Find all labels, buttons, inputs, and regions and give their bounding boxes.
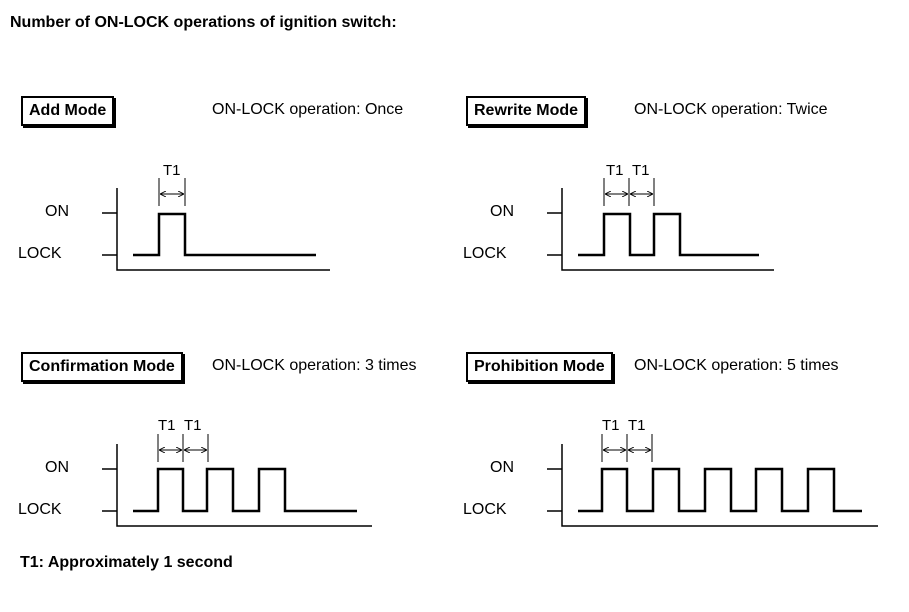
add-mode-label: Add Mode: [21, 96, 115, 126]
axis: [116, 444, 372, 527]
axis-ticks: [547, 468, 562, 512]
add-mode-operation: ON-LOCK operation: Once: [212, 101, 404, 118]
signal-line: [133, 467, 357, 513]
add-mode-waveform: [102, 178, 330, 271]
axis: [116, 188, 330, 271]
confirmation-mode-operation: ON-LOCK operation: 3 times: [212, 357, 417, 374]
page-title: Number of ON-LOCK operations of ignition…: [10, 14, 397, 31]
t1-label: T1: [628, 417, 646, 434]
on-label: ON: [45, 459, 69, 476]
confirmation-mode-label: Confirmation Mode: [21, 352, 183, 382]
t1-label: T1: [606, 162, 624, 179]
prohibition-mode-waveform: [547, 434, 878, 527]
lock-label: LOCK: [18, 501, 62, 518]
t1-footnote: T1: Approximately 1 second: [20, 554, 233, 571]
signal-line: [578, 212, 759, 257]
t1-label: T1: [602, 417, 620, 434]
rewrite-mode-label: Rewrite Mode: [466, 96, 587, 126]
axis-ticks: [547, 212, 562, 256]
signal-line: [578, 467, 862, 513]
t1-label: T1: [184, 417, 202, 434]
on-label: ON: [490, 203, 514, 220]
on-label: ON: [45, 203, 69, 220]
axis-ticks: [102, 212, 117, 256]
prohibition-mode-label: Prohibition Mode: [466, 352, 613, 382]
rewrite-mode-waveform: [547, 178, 774, 271]
signal-line: [133, 212, 316, 257]
lock-label: LOCK: [463, 245, 507, 262]
on-label: ON: [490, 459, 514, 476]
prohibition-mode-operation: ON-LOCK operation: 5 times: [634, 357, 839, 374]
t1-label: T1: [163, 162, 181, 179]
confirmation-mode-waveform: [102, 434, 372, 527]
axis: [561, 444, 878, 527]
axis: [561, 188, 774, 271]
t1-label: T1: [632, 162, 650, 179]
axis-ticks: [102, 468, 117, 512]
lock-label: LOCK: [463, 501, 507, 518]
lock-label: LOCK: [18, 245, 62, 262]
rewrite-mode-operation: ON-LOCK operation: Twice: [634, 101, 828, 118]
t1-label: T1: [158, 417, 176, 434]
